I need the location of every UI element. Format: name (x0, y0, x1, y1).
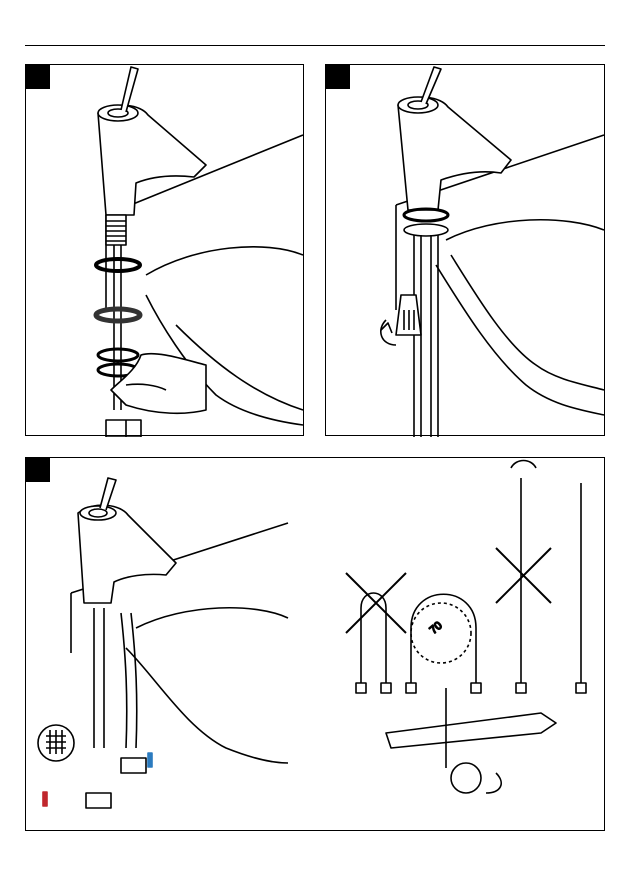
hose-connection-illustration: 70 (26, 458, 606, 832)
cold-water-icon (148, 753, 152, 767)
step-3-panel: 70 (25, 457, 605, 831)
bend-diameter-label: 70 (428, 620, 445, 637)
faucet-install-illustration-2 (326, 65, 606, 437)
faucet-install-illustration-1 (26, 65, 305, 437)
faucet-icon (398, 97, 511, 210)
wrench-icon (386, 713, 556, 748)
angle-valve-icon (86, 758, 146, 808)
rotate-arrow-icon (511, 461, 536, 469)
step-2-panel (325, 64, 605, 436)
hot-water-icon (43, 792, 47, 806)
top-rule (25, 45, 605, 46)
hand-icon (111, 354, 206, 414)
step-1-panel (25, 64, 304, 436)
